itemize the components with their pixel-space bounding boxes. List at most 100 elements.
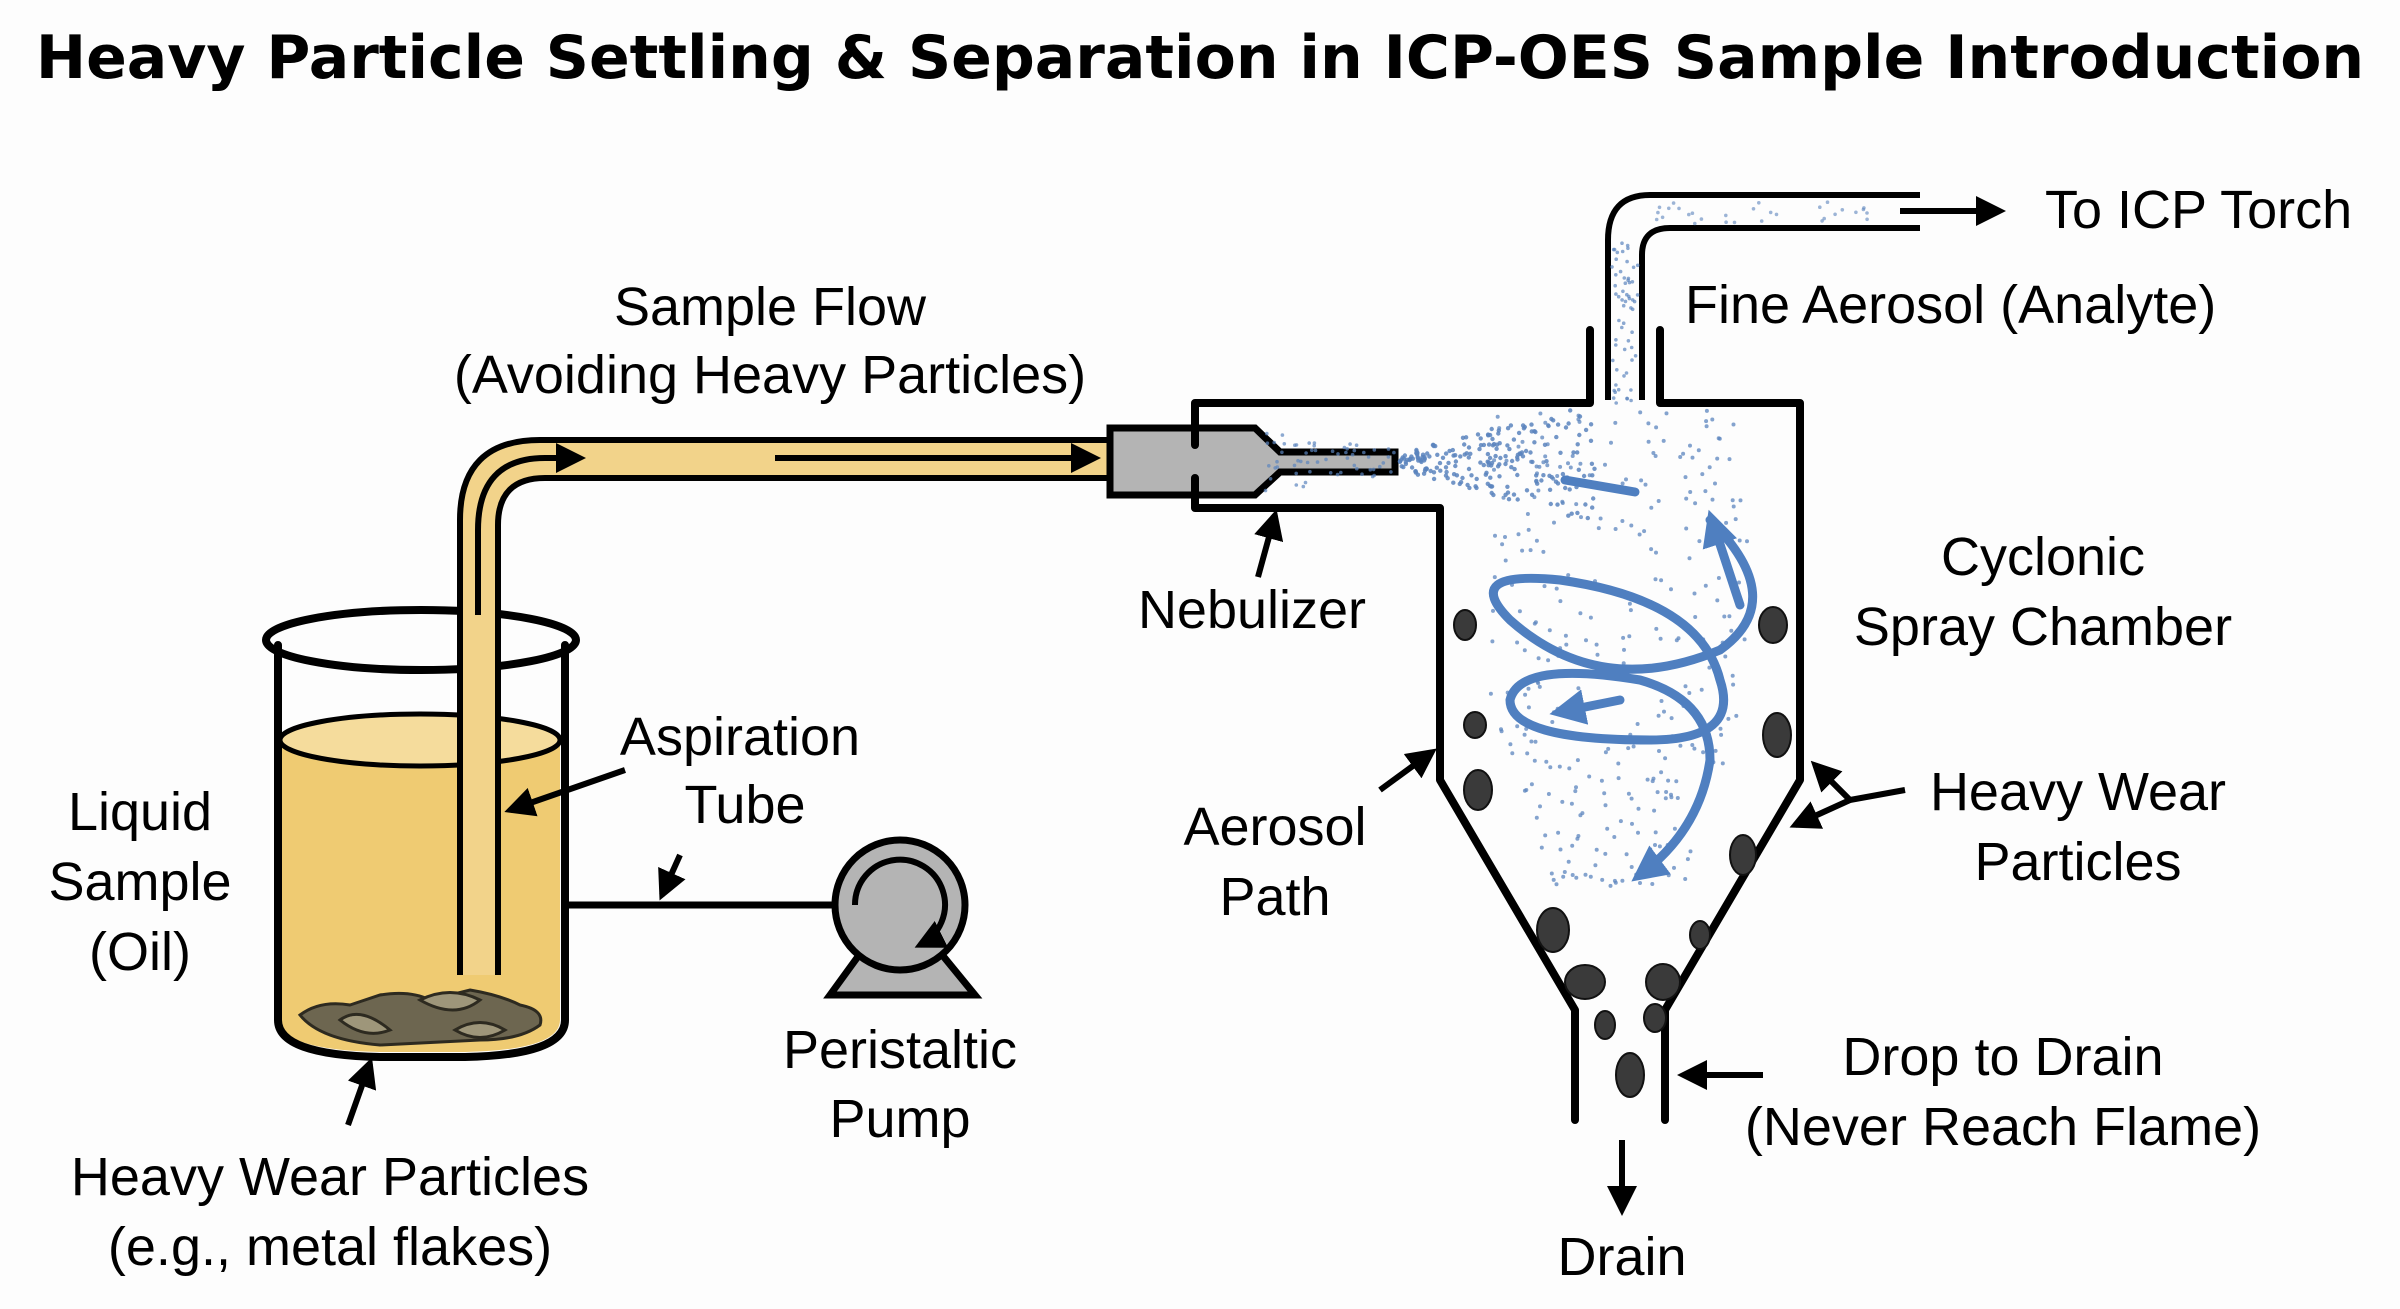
aerosol-droplet (1555, 502, 1560, 507)
aerosol-droplet (1683, 877, 1688, 881)
aerosol-droplet (1632, 299, 1637, 304)
aerosol-droplet (1616, 761, 1621, 766)
aerosol-droplet (1589, 461, 1595, 466)
aerosol-droplet (1548, 765, 1553, 770)
aerosol-droplet (1719, 732, 1724, 737)
aerosol-droplet (1312, 441, 1317, 445)
aerosol-droplet (1415, 472, 1421, 477)
aerosol-droplet (1336, 452, 1340, 456)
aerosol-droplet (1624, 371, 1629, 375)
aerosol-droplet (1629, 388, 1633, 392)
label-fine-aerosol: Fine Aerosol (Analyte) (1685, 275, 2216, 335)
aerosol-droplet (1818, 205, 1822, 209)
aerosol-droplet (1368, 467, 1373, 472)
aerosol-droplet (1608, 883, 1613, 888)
aerosol-droplet (1595, 652, 1600, 657)
label-nebulizer: Nebulizer (1138, 580, 1366, 640)
aerosol-droplet (1738, 498, 1743, 503)
aerosol-droplet (1685, 857, 1690, 862)
aerosol-droplet (1612, 835, 1617, 839)
aerosol-droplet (1497, 474, 1502, 479)
aerosol-droplet (1468, 451, 1473, 456)
aerosol-droplet (1568, 408, 1573, 413)
aerosol-droplet (1699, 217, 1704, 221)
aerosol-droplet (1533, 429, 1538, 435)
aerosol-droplet (1552, 520, 1556, 525)
aerosol-droplet (1509, 458, 1515, 464)
rotation-arrow-icon (851, 856, 949, 948)
aerosol-droplet (1603, 462, 1607, 467)
aerosol-droplet (1457, 481, 1463, 487)
label-drain: Drain (1557, 1227, 1686, 1287)
aerosol-droplet (1301, 484, 1306, 489)
aerosol-droplet (1352, 448, 1357, 453)
aerosol-droplet (1651, 451, 1656, 455)
aerosol-droplet (1716, 436, 1721, 441)
aerosol-droplet (1674, 638, 1679, 643)
aerosol-droplet (1516, 532, 1521, 537)
aerosol-droplet (1621, 289, 1625, 294)
aerosol-droplet (1768, 210, 1773, 215)
aerosol-droplet (1485, 451, 1491, 457)
aerosol-droplet (1645, 777, 1650, 782)
aerosol-droplet (1519, 450, 1525, 455)
aerosol-droplet (1546, 423, 1550, 428)
aerosol-droplet (1707, 465, 1712, 470)
aerosol-droplet (1560, 471, 1566, 477)
aerosol-droplet (1648, 847, 1653, 852)
aerosol-droplet (1292, 463, 1297, 468)
aerosol-droplet (1614, 383, 1618, 387)
aerosol-droplet (1724, 213, 1728, 218)
aerosol-droplet (1515, 640, 1520, 645)
aerosol-droplet (1342, 445, 1347, 450)
aerosol-droplet (1481, 462, 1487, 468)
aerosol-droplet (1621, 635, 1626, 640)
aerosol-droplet (1520, 454, 1526, 459)
aerosol-droplet (1578, 611, 1583, 616)
aerosol-droplet (1566, 461, 1570, 466)
aerosol-droplet (1453, 463, 1458, 469)
metal-flakes (297, 988, 543, 1047)
aerosol-droplet (1731, 422, 1736, 427)
aerosol-droplet (1551, 710, 1556, 715)
sample-tube (457, 437, 1110, 975)
aerosol-droplet (1469, 473, 1474, 478)
aerosol-droplet (1664, 790, 1669, 794)
aerosol-droplet (1693, 615, 1698, 619)
aerosol-droplet (1272, 440, 1276, 445)
aerosol-droplet (1525, 512, 1530, 516)
aerosol-droplet (1294, 443, 1299, 447)
aerosol-droplet (1486, 463, 1491, 468)
aerosol-droplet (1525, 751, 1530, 756)
aerosol-droplet (1533, 739, 1538, 744)
aerosol-droplet (1669, 716, 1674, 721)
aerosol-droplet (1742, 637, 1747, 642)
aerosol-droplet (1625, 243, 1630, 248)
aerosol-droplet (1690, 743, 1695, 747)
aerosol-droplet (1505, 426, 1511, 431)
aerosol-droplet (1825, 200, 1830, 204)
aerosol-droplet (1547, 473, 1552, 478)
aerosol-droplet (1626, 791, 1631, 796)
aerosol-droplet (1447, 448, 1452, 454)
aerosol-droplet (1512, 466, 1517, 472)
label-aspiration-tube-2: Tube (684, 775, 805, 835)
aerosol-droplet (1688, 490, 1693, 494)
aerosol-droplet (1684, 496, 1689, 501)
aerosol-droplet (1308, 469, 1312, 474)
aerosol-droplet (1571, 450, 1576, 455)
aerosol-droplet (1653, 843, 1657, 847)
aerosol-droplet (1594, 847, 1599, 852)
aerosol-droplet (1481, 442, 1487, 448)
aerosol-droplet (1700, 472, 1705, 477)
aerosol-droplet (1715, 456, 1720, 461)
aerosol-droplet (1701, 750, 1706, 755)
aerosol-droplet (1328, 471, 1333, 475)
aerosol-droplet (1510, 751, 1515, 756)
aerosol-droplet (1539, 845, 1544, 850)
aerosol-droplet (1466, 445, 1472, 450)
aerosol-droplet (1451, 480, 1456, 485)
aerosol-droplet (1437, 460, 1443, 466)
label-drop-to-drain-1: Drop to Drain (1842, 1027, 2163, 1087)
label-aerosol-path-1: Aerosol (1183, 797, 1366, 857)
